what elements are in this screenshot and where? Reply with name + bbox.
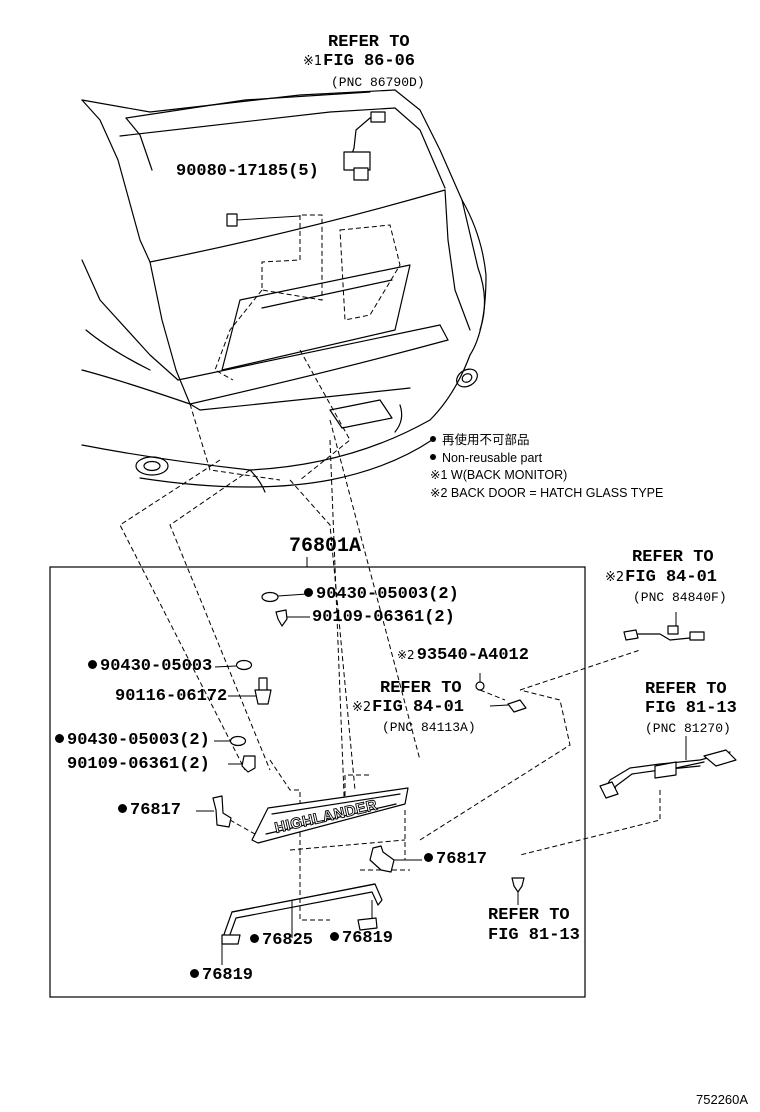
part-90430-05003-left: 90430-05003 — [88, 657, 212, 677]
guide-lines — [119, 419, 661, 921]
ref-switch-pnc: (PNC 84113A) — [382, 720, 476, 735]
figure-code: 752260A — [696, 1092, 749, 1107]
clip-left-part — [196, 795, 263, 839]
ref-wiring-line1: REFER TO — [632, 548, 714, 567]
part-76817-right: 76817 — [424, 850, 487, 870]
ref-switch-fig: FIG 84-01 — [372, 698, 464, 717]
part-90109-06361-top: 90109-06361(2) — [312, 608, 455, 627]
note-mark-2: ※2 — [605, 570, 625, 585]
assembly-box — [49, 566, 586, 998]
fasteners — [214, 591, 310, 773]
lower-garnish-part — [221, 883, 383, 965]
ref-switch-line1: REFER TO — [380, 679, 462, 698]
ref-lamp-line1: REFER TO — [488, 906, 570, 925]
part-90430-05003-top: 90430-05003(2) — [304, 585, 459, 605]
ref-back-monitor-line1: REFER TO — [328, 33, 410, 52]
ref-wiring-line2: ※2FIG 84-01 — [605, 568, 717, 588]
part-76819-left: 76819 — [190, 966, 253, 986]
legend-note-2: ※2 BACK DOOR = HATCH GLASS TYPE — [430, 486, 664, 500]
part-90080-17185: 90080-17185(5) — [176, 162, 319, 181]
part-93540-A4012-number: 93540-A4012 — [416, 646, 529, 665]
legend-note-1: ※1 W(BACK MONITOR) — [430, 468, 568, 482]
legend-non-reusable-en: Non-reusable part — [430, 450, 542, 466]
ref-wiring-fig: FIG 84-01 — [625, 568, 717, 587]
lock-part — [599, 736, 737, 799]
lamp-screw-part — [511, 877, 525, 905]
switch-part — [475, 673, 527, 713]
vehicle-rear-outline — [81, 89, 487, 493]
ref-lock-pnc: (PNC 81270) — [645, 721, 731, 736]
ref-switch-line2: ※2FIG 84-01 — [352, 698, 464, 718]
ref-back-monitor-fig: FIG 86-06 — [323, 52, 415, 71]
note-mark-1: ※1 — [303, 54, 323, 69]
legend-non-reusable-jp: 再使用不可部品 — [430, 432, 530, 448]
ref-lock-line2: FIG 81-13 — [645, 699, 737, 718]
ref-lamp-line2: FIG 81-13 — [488, 926, 580, 945]
part-90430-05003-left2: 90430-05003(2) — [55, 731, 210, 751]
part-76817-left: 76817 — [118, 801, 181, 821]
part-76819-right: 76819 — [330, 929, 393, 949]
part-76825: 76825 — [250, 931, 313, 951]
ref-back-monitor-line2: ※1FIG 86-06 — [303, 52, 415, 72]
ref-lock-line1: REFER TO — [645, 680, 727, 699]
part-90116-06172: 90116-06172 — [115, 687, 228, 706]
ref-back-monitor-pnc: (PNC 86790D) — [331, 75, 425, 90]
garnish-part: HIGHLANDER — [251, 787, 409, 844]
wiring-part — [623, 612, 705, 641]
part-90109-06361-left: 90109-06361(2) — [67, 755, 210, 774]
note-mark-2b: ※2 — [352, 700, 372, 715]
switch-note-mark: ※2 — [397, 648, 415, 662]
part-76801A: 76801A — [289, 535, 362, 558]
clip-right-part — [369, 845, 422, 873]
ref-wiring-pnc: (PNC 84840F) — [633, 590, 727, 605]
